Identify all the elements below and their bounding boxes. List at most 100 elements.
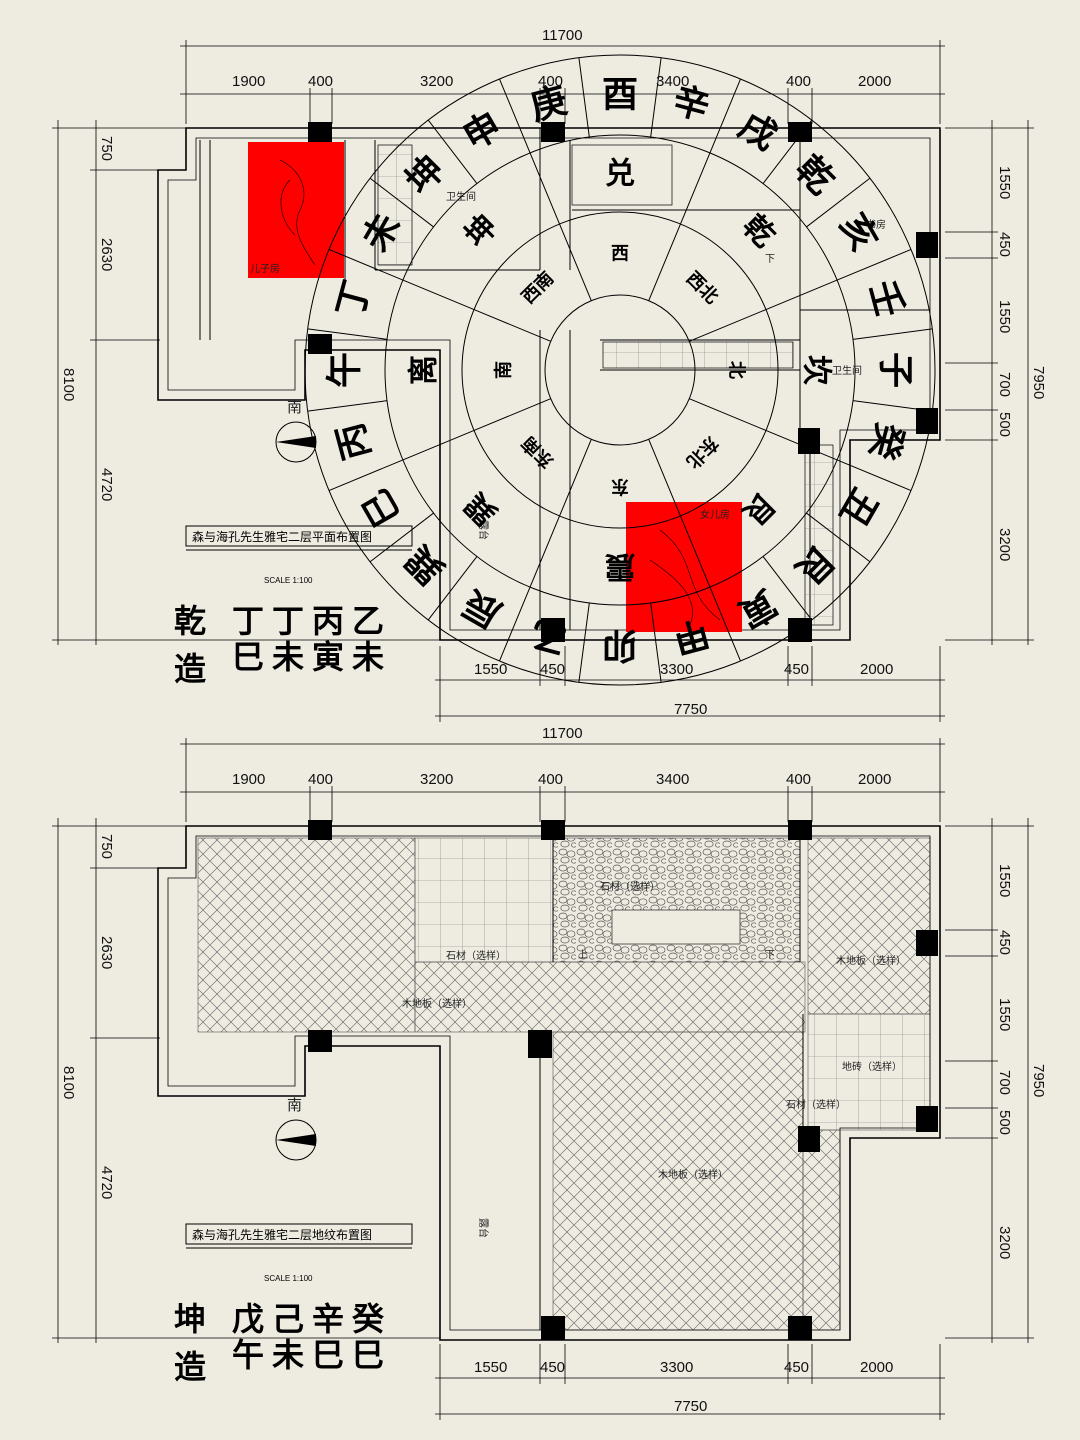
compass-mountain-label: 卯 (602, 625, 638, 666)
compass-mountain-label: 乾 (787, 148, 841, 202)
bazi-stem: 丙 (312, 602, 344, 640)
dimension-segment: 700 (996, 372, 1013, 397)
dimension-segment: 2000 (858, 771, 891, 788)
dimension-segment: 400 (786, 771, 811, 788)
dimension-total: 8100 (60, 368, 77, 401)
dimension-segment: 2000 (860, 661, 893, 678)
compass-trigram-label: 巽 (458, 486, 504, 532)
dimension-total: 7750 (674, 701, 707, 718)
compass-mountain-label: 午 (325, 352, 366, 388)
compass-direction-label: 西北 (682, 268, 722, 308)
dimension-segment: 2630 (98, 238, 115, 271)
compass-trigram-label: 坤 (458, 208, 504, 254)
dimension-segment: 3400 (656, 73, 689, 90)
dimension-segment: 3300 (660, 1359, 693, 1376)
bazi-branch: 午 (232, 1336, 264, 1374)
bazi-branch: 巳 (312, 1336, 344, 1374)
compass-direction-label: 西 (611, 244, 629, 265)
dimension-lines (52, 40, 1034, 722)
dimension-segment: 1900 (232, 771, 265, 788)
plan-title: 森与海孔先生雅宅二层平面布置图 (192, 529, 372, 544)
dimension-total: 11700 (542, 725, 583, 742)
compass-mountain-label: 巽 (398, 537, 452, 591)
dimension-segment: 450 (996, 232, 1013, 257)
compass-mountain-label: 戌 (732, 105, 784, 159)
compass-direction-label: 西南 (517, 267, 558, 308)
dimension-segment: 3400 (656, 771, 689, 788)
bathroom-label: 卫生间 (832, 364, 862, 377)
compass-mountain-label: 艮 (787, 537, 842, 592)
dimension-segment: 1550 (996, 998, 1013, 1031)
compass-direction-label: 南 (493, 361, 515, 379)
bazi-stem: 丁 (272, 602, 304, 640)
compass-trigram-label: 兑 (605, 157, 635, 192)
compass-direction-label: 北 (726, 361, 747, 379)
bed-sketch (279, 159, 721, 626)
son-room-highlight (248, 142, 344, 278)
structural-pillars (308, 122, 938, 642)
scale-label: SCALE 1:100 (264, 576, 313, 585)
dimension-lines (52, 738, 1034, 1420)
scale-label: SCALE 1:100 (264, 1274, 313, 1283)
compass-mountain-label: 丁 (330, 276, 379, 321)
bazi-chart: 坤 造 戊 午 己 未 辛 巳 癸 巳 (174, 1300, 385, 1386)
structural-pillars (308, 820, 938, 1340)
bazi-head-bottom: 造 (174, 1348, 206, 1386)
dimension-segment: 2630 (98, 936, 115, 969)
dimension-segment: 400 (308, 73, 333, 90)
dimension-segment: 750 (98, 834, 115, 859)
dimension-segment: 450 (996, 930, 1013, 955)
bazi-head-bottom: 造 (174, 650, 206, 688)
balcony-label: 露台 (477, 520, 490, 540)
stairs-label: 下 (765, 950, 775, 961)
daughter-room-label: 女儿房 (700, 508, 730, 521)
stone-label: 石材（选样） (600, 880, 660, 893)
bazi-chart: 乾 造 丁 巳 丁 未 丙 寅 乙 未 (174, 602, 384, 688)
son-room-label: 儿子房 (250, 262, 280, 275)
stairs-label: 下 (765, 254, 775, 265)
tile-label: 地砖（选样） (842, 1060, 902, 1073)
compass-direction-label: 东南 (517, 432, 558, 473)
compass-trigram-label: 坎 (799, 355, 834, 385)
dimension-total: 7750 (674, 1398, 707, 1415)
bazi-branch: 未 (272, 638, 304, 676)
bazi-stem: 戊 (232, 1300, 264, 1338)
feng-shui-compass (304, 54, 936, 686)
compass-mountain-label: 辰 (457, 581, 509, 635)
bazi-stem: 丁 (232, 602, 264, 640)
balcony-label: 露台 (477, 1218, 490, 1238)
bazi-stem: 己 (272, 1300, 304, 1338)
dimension-segment: 1900 (232, 73, 265, 90)
compass-mountain-label: 酉 (602, 75, 638, 116)
compass-trigram-label: 离 (407, 355, 442, 385)
plan-title-box: 森与海孔先生雅宅二层平面布置图 SCALE 1:100 (185, 525, 413, 585)
dimension-segment: 700 (996, 1070, 1013, 1095)
dimension-segment: 1550 (996, 864, 1013, 897)
dimension-segment: 400 (538, 73, 563, 90)
daughter-room-highlight (626, 502, 742, 632)
study-label: 书房 (866, 218, 886, 231)
floor-plan-layout: 儿子房 女儿房 卫生间 卫生间 书房 下 露台 午丁未坤申庚酉辛戌乾亥壬子癸丑艮… (52, 27, 1047, 722)
dimension-segment: 1550 (474, 1359, 507, 1376)
plan-title: 森与海孔先生雅宅二层地纹布置图 (192, 1227, 372, 1242)
compass-trigram-label: 震 (604, 549, 635, 584)
dimension-segment: 3200 (420, 771, 453, 788)
dimension-total: 7950 (1030, 1064, 1047, 1097)
south-arrow-icon (275, 421, 317, 463)
dimension-segment: 3300 (660, 661, 693, 678)
bazi-branch: 巳 (232, 638, 264, 676)
dimension-total: 8100 (60, 1066, 77, 1099)
dimension-segment: 450 (540, 661, 565, 678)
compass-mountain-label: 子 (875, 352, 916, 388)
bazi-branch: 寅 (312, 638, 344, 676)
bazi-stem: 辛 (312, 1300, 344, 1338)
compass-mountain-label: 丑 (831, 482, 885, 534)
wood-floor-label: 木地板（选样） (658, 1168, 728, 1181)
compass-trigram-label: 乾 (736, 208, 782, 254)
bazi-branch: 未 (352, 638, 384, 676)
dimension-segment: 500 (996, 412, 1013, 437)
bazi-head-top: 坤 (174, 1300, 206, 1338)
dimension-segment: 1550 (474, 661, 507, 678)
dimension-segment: 400 (308, 771, 333, 788)
